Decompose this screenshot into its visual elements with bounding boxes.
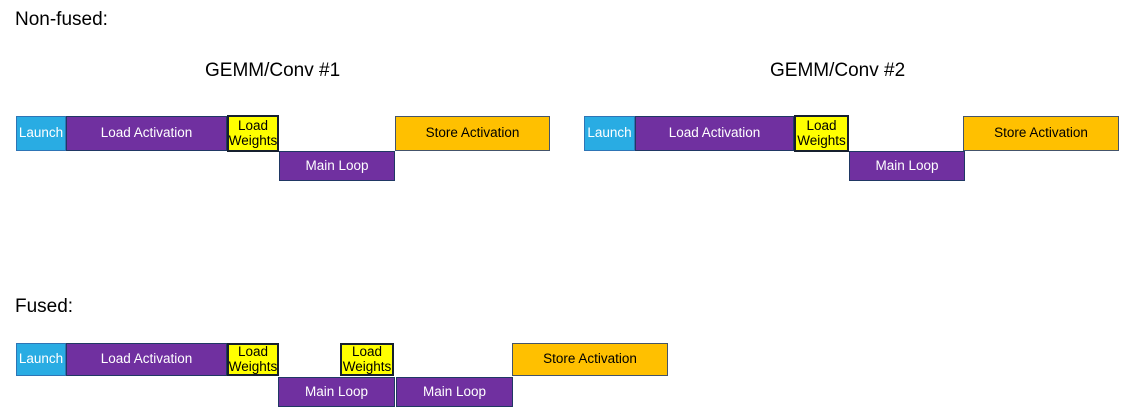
nonfused1-launch-block: Launch <box>16 116 66 151</box>
nonfused2-load-activation-block: Load Activation <box>635 116 794 151</box>
title-gemm-conv-2: GEMM/Conv #2 <box>770 60 906 81</box>
fused-launch-block: Launch <box>16 343 66 376</box>
fused-main-loop-2-block: Main Loop <box>396 377 513 407</box>
nonfused1-main-loop-block: Main Loop <box>279 151 395 181</box>
nonfused1-store-activation-block: Store Activation <box>395 116 550 151</box>
nonfused1-load-weights-block: Load Weights <box>227 115 279 152</box>
nonfused2-main-loop-block: Main Loop <box>849 151 965 181</box>
nonfused2-store-activation-block: Store Activation <box>963 116 1119 151</box>
nonfused1-load-activation-block: Load Activation <box>66 116 227 151</box>
fused-load-weights-2-block: Load Weights <box>340 343 394 376</box>
fused-load-activation-block: Load Activation <box>66 343 227 376</box>
section-label-fused: Fused: <box>15 296 74 317</box>
section-label-non-fused: Non-fused: <box>15 9 108 30</box>
nonfused2-launch-block: Launch <box>584 116 635 151</box>
fused-load-weights-1-block: Load Weights <box>227 343 279 376</box>
fused-main-loop-1-block: Main Loop <box>278 377 395 407</box>
fused-store-activation-block: Store Activation <box>512 343 668 376</box>
title-gemm-conv-1: GEMM/Conv #1 <box>205 60 341 81</box>
nonfused2-load-weights-block: Load Weights <box>794 115 849 152</box>
